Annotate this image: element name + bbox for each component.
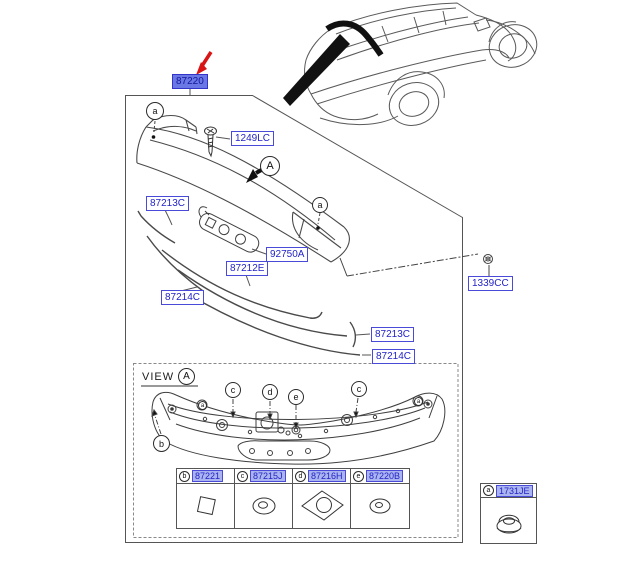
marker-view-a: A [260,156,280,176]
legend-cell-e: e 87220B [351,469,409,528]
part-label-87214c-right[interactable]: 87214C [372,349,416,364]
side-mirror [473,17,491,32]
pointer-band [283,34,350,106]
red-arrow [196,51,213,75]
part-label-1249lc[interactable]: 1249LC [231,131,275,146]
legend-marker-c: c [237,470,248,482]
legend-table: b 87221 c 87215J d 87216H [176,468,410,529]
diamond-grommet-shape [300,490,344,521]
moulding-strips [137,210,361,356]
marker-a-part-right: a [414,397,423,406]
part-label-92750a[interactable]: 92750A [266,247,309,262]
side-item-box: a 1731JE [480,483,537,544]
part-label-87213c-upper[interactable]: 87213C [146,196,190,211]
marker-a-top: a [146,102,164,120]
leader-1249lc [215,136,231,140]
marker-a-wing: a [312,197,328,213]
part-label-87215j[interactable]: 87215J [250,470,286,482]
part-label-87220b[interactable]: 87220B [366,470,404,482]
part-label-87221[interactable]: 87221 [192,470,224,482]
legend-head-d: d 87216H [293,469,350,484]
marker-d: d [262,384,278,400]
part-label-1731je[interactable]: 1731JE [496,484,533,497]
nut-1339cc [339,253,493,277]
legend-head-c: c 87215J [235,469,292,484]
legend-marker-d: d [295,470,306,482]
dome-grommet-shape [496,514,521,533]
front-wheel [488,24,538,68]
legend-cell-c: c 87215J [235,469,293,528]
small-oval-grommet-shape [369,498,391,514]
part-label-87212e[interactable]: 87212E [226,261,269,276]
part-label-87213c-right[interactable]: 87213C [371,327,415,342]
main-assembly-box [125,95,463,543]
legend-head-b: b 87221 [177,469,234,484]
stop-lamp-unit [198,206,260,253]
marker-c-left: c [225,382,241,398]
marker-c-right: c [351,381,367,397]
legend-head-e: e 87220B [351,469,409,484]
view-title: VIEW [142,371,175,383]
spoiler-underside-view [151,391,446,465]
strip-leaders [164,209,371,356]
part-label-1339cc[interactable]: 1339CC [468,276,513,291]
leader-92750a [251,248,267,255]
view-title-marker: A [178,368,195,385]
screw-1249lc-icon [204,126,217,158]
view-a-box [133,363,459,538]
side-item-marker-a: a [483,485,494,496]
marker-b: b [153,435,170,452]
legend-cell-b: b 87221 [177,469,235,528]
legend-marker-e: e [353,470,364,482]
part-label-87216h[interactable]: 87216H [308,470,346,482]
legend-marker-b: b [179,470,190,482]
rear-wheel [388,82,440,126]
marker-a-part-left: a [198,401,207,410]
square-pad-shape [196,496,216,516]
legend-cell-d: d 87216H [293,469,351,528]
marker-e: e [288,389,304,405]
part-label-87220-selected[interactable]: 87220 [172,74,208,89]
spoiler-highlight-stripe [325,20,384,57]
oval-grommet-shape [252,497,275,515]
part-label-87214c-lower[interactable]: 87214C [161,290,205,305]
side-item-head: a 1731JE [481,484,536,498]
view-marker-leaders [151,397,359,435]
fastener-leaders [151,120,321,230]
